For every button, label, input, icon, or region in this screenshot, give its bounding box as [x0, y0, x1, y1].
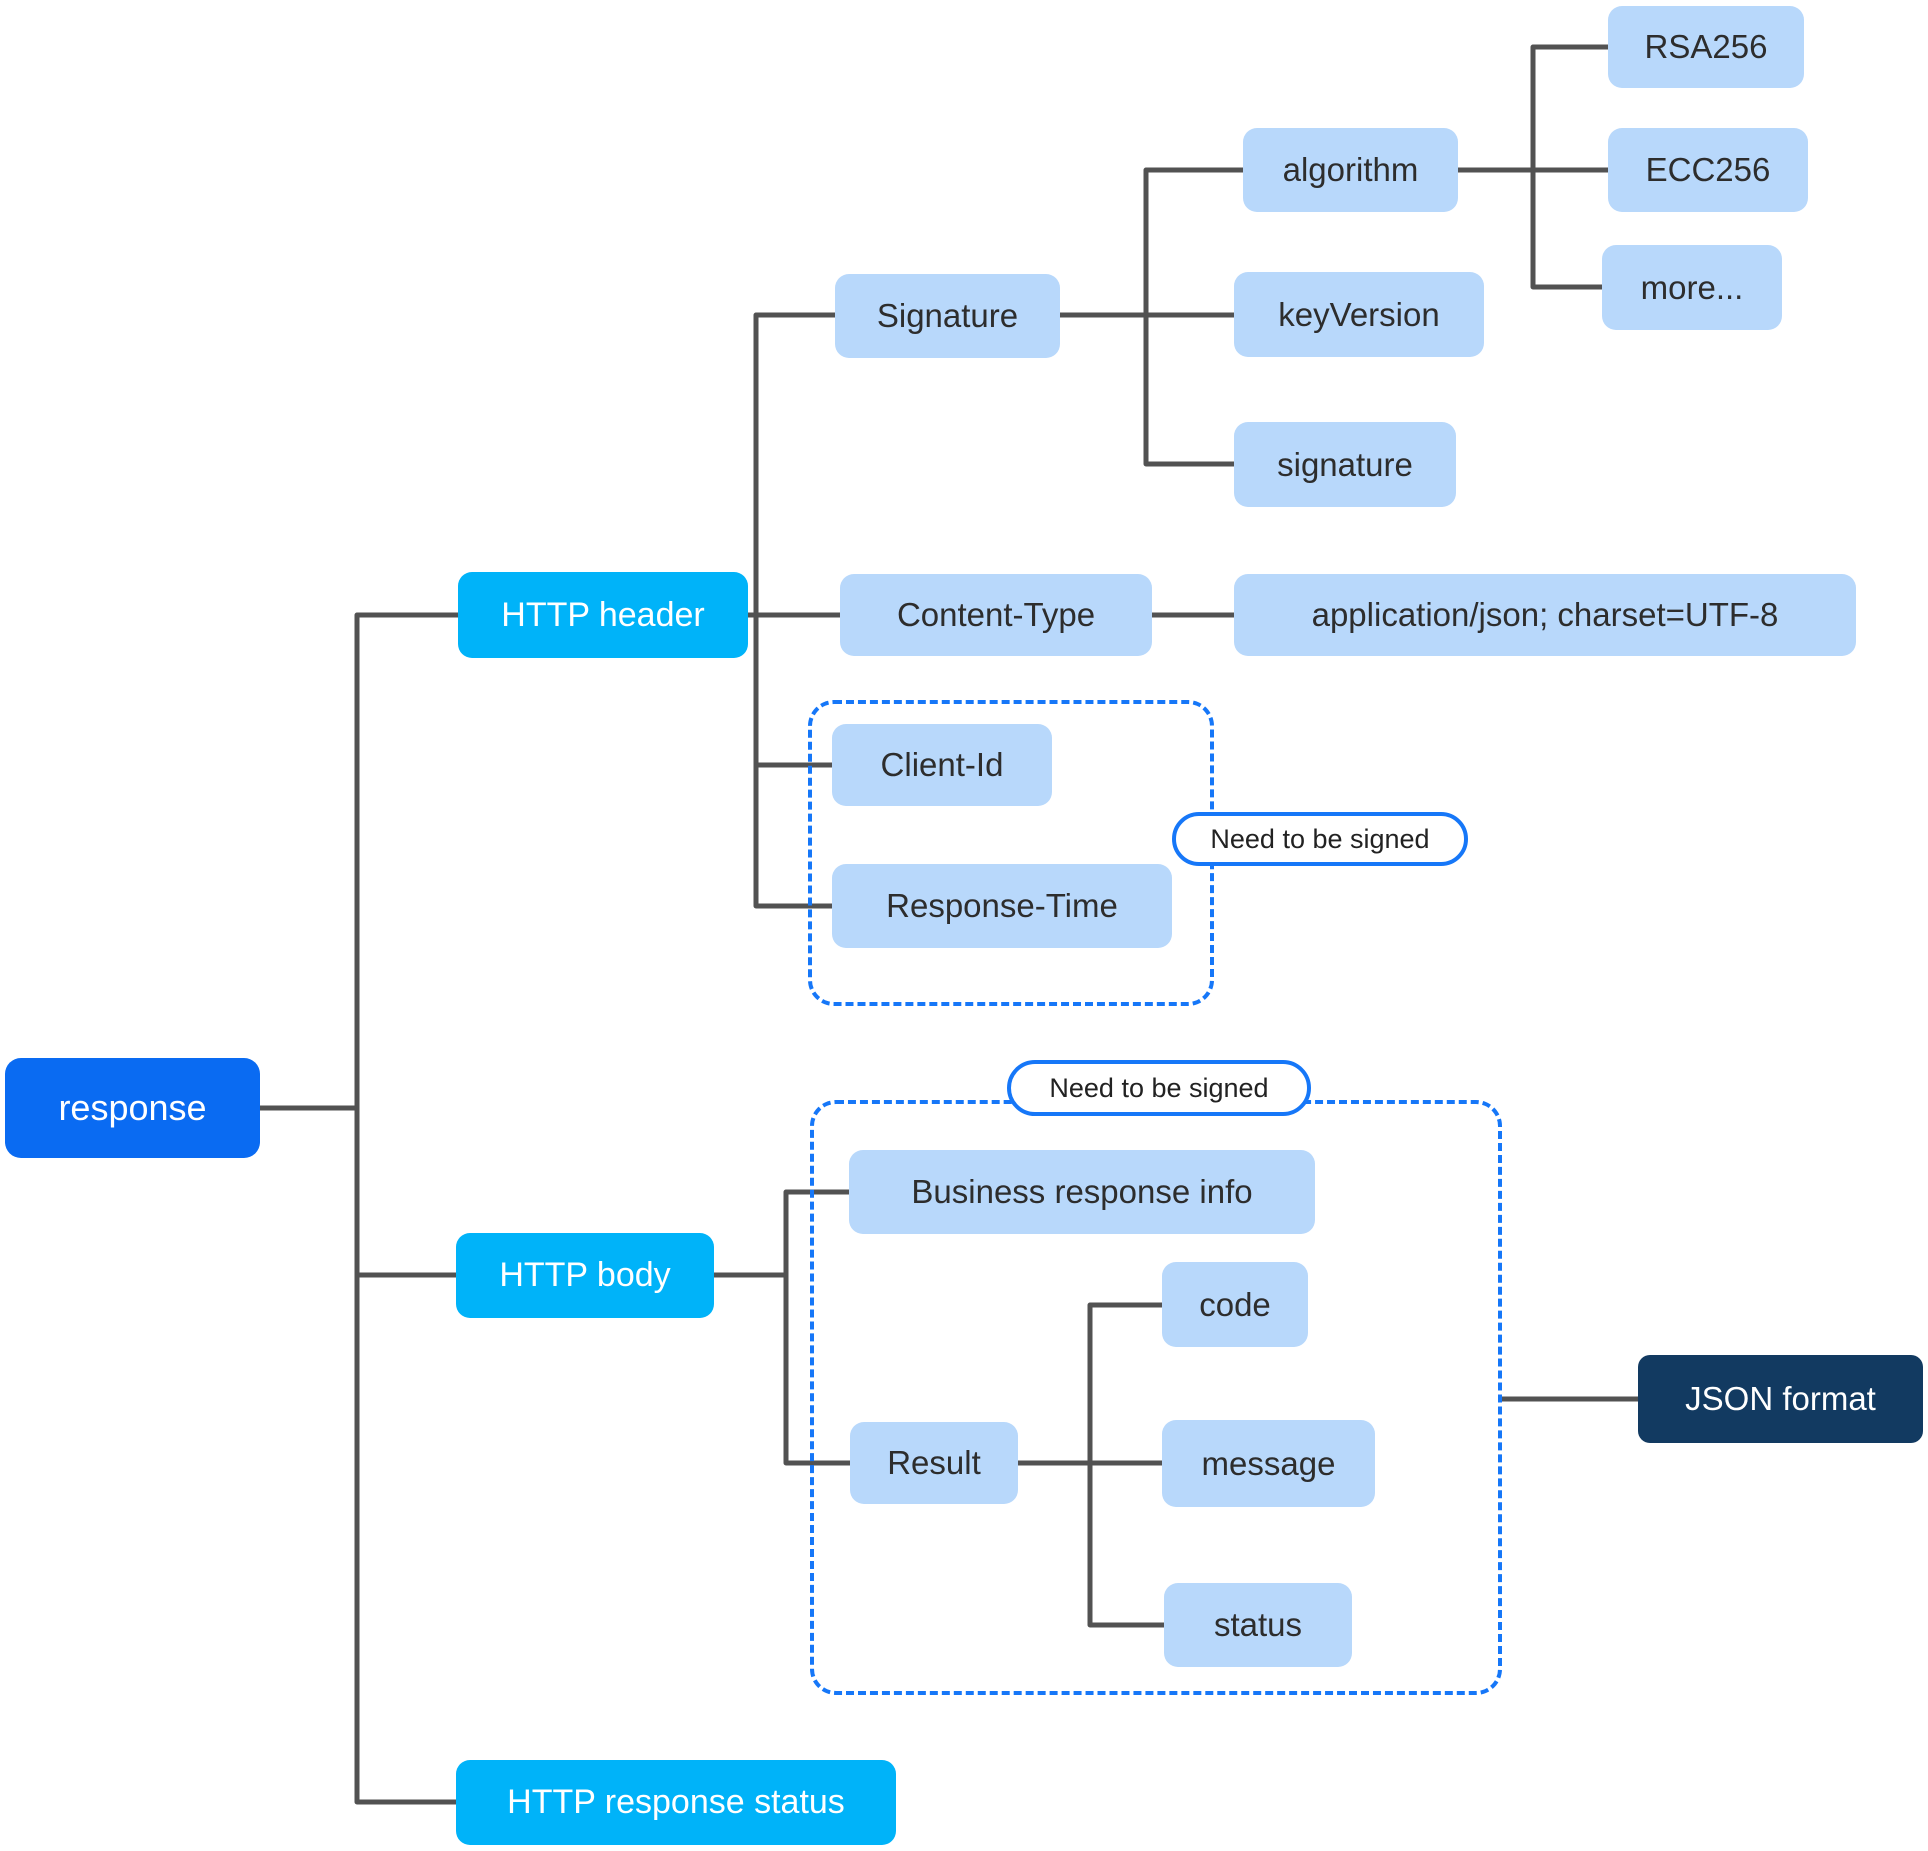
- node-content-type-value: application/json; charset=UTF-8: [1234, 574, 1856, 656]
- connector-header-trunk: [753, 312, 835, 909]
- node-content-type: Content-Type: [840, 574, 1152, 656]
- connector-root-trunk: [354, 612, 458, 1805]
- node-http-body: HTTP body: [456, 1233, 714, 1318]
- node-response: response: [5, 1058, 260, 1158]
- node-business-response-info: Business response info: [849, 1150, 1315, 1234]
- connector-body-trunk: [783, 1189, 850, 1466]
- node-ecc256: ECC256: [1608, 128, 1808, 212]
- node-algorithm: algorithm: [1243, 128, 1458, 212]
- node-rsa256: RSA256: [1608, 6, 1804, 88]
- node-status: status: [1164, 1583, 1352, 1667]
- need-to-be-signed-badge-header: Need to be signed: [1172, 812, 1468, 866]
- node-more: more...: [1602, 245, 1782, 330]
- node-response-time: Response-Time: [832, 864, 1172, 948]
- need-to-be-signed-badge-body: Need to be signed: [1007, 1060, 1311, 1116]
- connector-signature-trunk: [1143, 167, 1243, 467]
- node-code: code: [1162, 1262, 1308, 1347]
- node-http-header: HTTP header: [458, 572, 748, 658]
- connector-algorithm-trunk: [1530, 44, 1608, 290]
- node-result: Result: [850, 1422, 1018, 1504]
- node-message: message: [1162, 1420, 1375, 1507]
- node-signature-group: Signature: [835, 274, 1060, 358]
- node-json-format: JSON format: [1638, 1355, 1923, 1443]
- node-client-id: Client-Id: [832, 724, 1052, 806]
- node-keyversion: keyVersion: [1234, 272, 1484, 357]
- node-http-response-status: HTTP response status: [456, 1760, 896, 1845]
- connector-result-trunk: [1087, 1302, 1164, 1628]
- node-signature: signature: [1234, 422, 1456, 507]
